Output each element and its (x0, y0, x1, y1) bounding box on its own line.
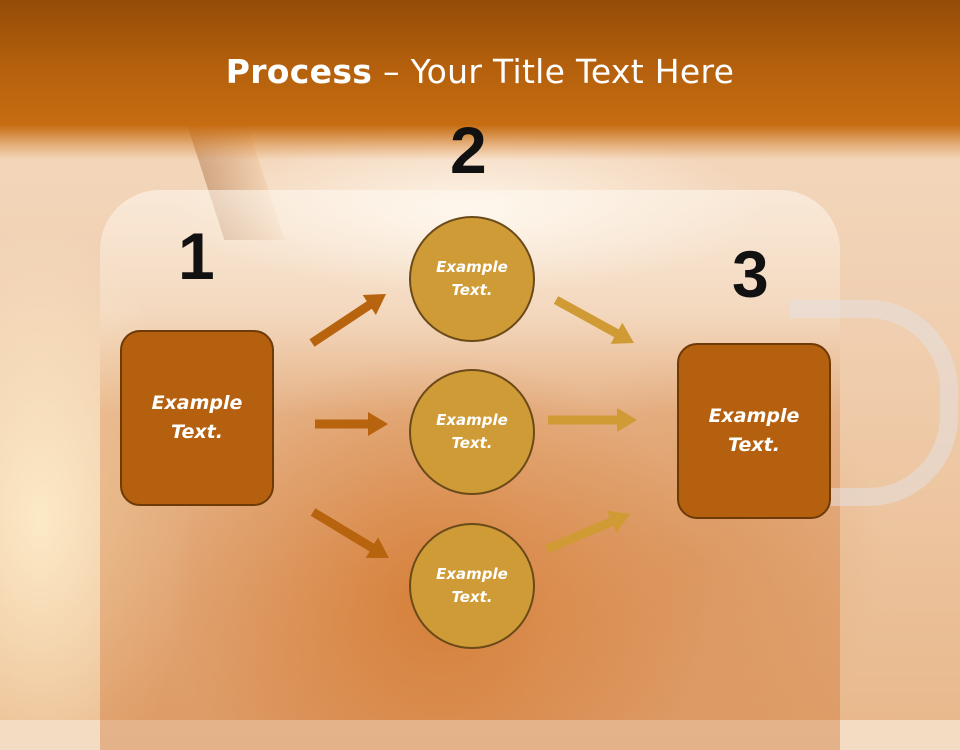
step-3-number: 3 (732, 237, 769, 311)
title-rest: – Your Title Text Here (372, 52, 735, 91)
title-bold: Process (225, 52, 373, 91)
arrow-1-to-bottom (310, 508, 389, 558)
step-3-box[interactable]: Example Text. (677, 343, 831, 519)
step-1-box[interactable]: Example Text. (120, 330, 274, 506)
step-1-text: Example Text. (151, 392, 243, 443)
step-2-number: 2 (450, 113, 487, 187)
step-1-number: 1 (178, 219, 215, 293)
step-2-circle-middle[interactable]: Example Text. (409, 369, 535, 495)
step-2-circle-top[interactable]: Example Text. (409, 216, 535, 342)
step-2-circle-bottom[interactable]: Example Text. (409, 523, 535, 649)
arrow-middle-to-3 (548, 408, 637, 432)
slide-title[interactable]: Process – Your Title Text Here (0, 52, 960, 91)
circle-bottom-text: Example Text. (436, 565, 508, 606)
arrow-1-to-top (309, 294, 386, 347)
flow-arrows (309, 294, 637, 558)
arrow-bottom-to-3 (545, 510, 630, 554)
circle-middle-text: Example Text. (436, 411, 508, 452)
arrow-1-to-middle (315, 412, 388, 436)
circle-top-text: Example Text. (436, 258, 508, 299)
step-3-text: Example Text. (708, 405, 800, 456)
title-bar (0, 0, 960, 160)
arrow-top-to-3 (553, 296, 634, 344)
